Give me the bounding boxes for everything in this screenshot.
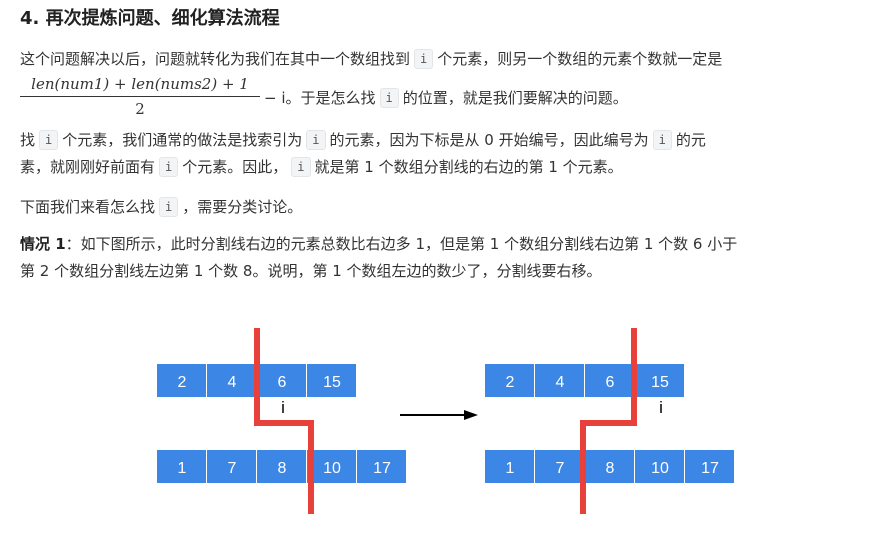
text: 个元素，则另一个数组的元素个数就一定是: [437, 50, 723, 68]
array2-cell-value: 7: [556, 460, 565, 477]
inline-code-i: i: [291, 157, 311, 177]
i-marker: i: [281, 398, 285, 417]
inline-code-i: i: [414, 49, 434, 69]
array2-cell: [485, 450, 534, 483]
inline-code-i: i: [306, 130, 326, 150]
paragraph-4-line-2: 第 2 个数组分割线左边第 1 个数 8。说明，第 1 个数组左边的数少了，分割…: [20, 259, 602, 283]
array2-cell: [635, 450, 684, 483]
array2-cell-value: 8: [606, 460, 615, 477]
array2-cell: [535, 450, 584, 483]
array2-cell: [307, 450, 356, 483]
array2-cell-value: 1: [506, 460, 515, 477]
array2-cell-value: 17: [373, 460, 391, 477]
text: 的元: [675, 131, 706, 149]
array1-cell: [307, 364, 356, 397]
array1-cell-value: 4: [228, 374, 237, 391]
text: 个元素，我们通常的做法是找索引为: [62, 131, 303, 149]
text: 个元素。因此，: [182, 158, 288, 176]
array1-cell: [207, 364, 256, 397]
arrow: [400, 410, 478, 420]
text: 的位置，就是我们要解决的问题。: [402, 89, 628, 107]
array1-cell-value: 6: [606, 374, 615, 391]
fraction-numerator: len(num1) + len(nums2) + 1: [31, 75, 249, 93]
array1-cell-value: 6: [278, 374, 287, 391]
inline-code-i: i: [379, 88, 399, 108]
array1-cell: [535, 364, 584, 397]
partition-line: [580, 328, 637, 514]
array2-cell: [685, 450, 734, 483]
inline-code-i: i: [159, 157, 179, 177]
array2-cell: [585, 450, 634, 483]
array2-cell: [157, 450, 206, 483]
paragraph-4-line-1: 情况 1：如下图所示，此时分割线右边的元素总数比右边多 1，但是第 1 个数组分…: [20, 232, 737, 256]
array1-cell-value: 15: [651, 374, 669, 391]
partition-line: [254, 328, 314, 514]
text: 第 2 个数组分割线左边第 1 个数 8。说明，第 1 个数组左边的数少了，分割…: [20, 262, 602, 280]
array1-cell: [157, 364, 206, 397]
array1-cell: [257, 364, 306, 397]
text: 下面我们来看怎么找: [20, 198, 156, 216]
inline-code-i: i: [652, 130, 672, 150]
array2-cell-value: 1: [178, 460, 187, 477]
inline-code-i: i: [159, 197, 179, 217]
section-heading: 4. 再次提炼问题、细化算法流程: [20, 8, 280, 29]
text: 找: [20, 131, 36, 149]
fraction-denominator: 2: [135, 100, 145, 118]
array1-cell-value: 2: [178, 374, 187, 391]
text: − i。于是怎么找: [264, 89, 376, 107]
text: ，需要分类讨论。: [182, 198, 303, 216]
i-marker: i: [659, 398, 663, 417]
inline-code-i: i: [39, 130, 59, 150]
text: 就是第 1 个数组分割线的右边的第 1 个元素。: [314, 158, 623, 176]
array1-cell-value: 15: [323, 374, 341, 391]
text: 素，就刚刚好前面有: [20, 158, 156, 176]
text: ：如下图所示，此时分割线右边的元素总数比右边多 1，但是第 1 个数组分割线右边…: [65, 235, 738, 253]
array1-cell-value: 4: [556, 374, 565, 391]
case-label: 情况 1: [20, 235, 66, 253]
array1-cell-value: 2: [506, 374, 515, 391]
array2-cell-value: 17: [701, 460, 719, 477]
array1-cell: [485, 364, 534, 397]
array2-cell-value: 7: [228, 460, 237, 477]
fraction-bar: [20, 96, 260, 97]
text: 的元素，因为下标是从 0 开始编号，因此编号为: [329, 131, 649, 149]
text: 这个问题解决以后，问题就转化为我们在其中一个数组找到: [20, 50, 411, 68]
array1-cell: [585, 364, 634, 397]
array1-cell: [635, 364, 684, 397]
array2-cell: [207, 450, 256, 483]
array2-cell-value: 10: [651, 460, 669, 477]
array2-cell-value: 8: [278, 460, 287, 477]
array2-cell-value: 10: [323, 460, 341, 477]
fraction-formula: len(num1) + len(nums2) + 1 2: [20, 73, 260, 120]
array2-cell: [257, 450, 306, 483]
array2-cell: [357, 450, 406, 483]
